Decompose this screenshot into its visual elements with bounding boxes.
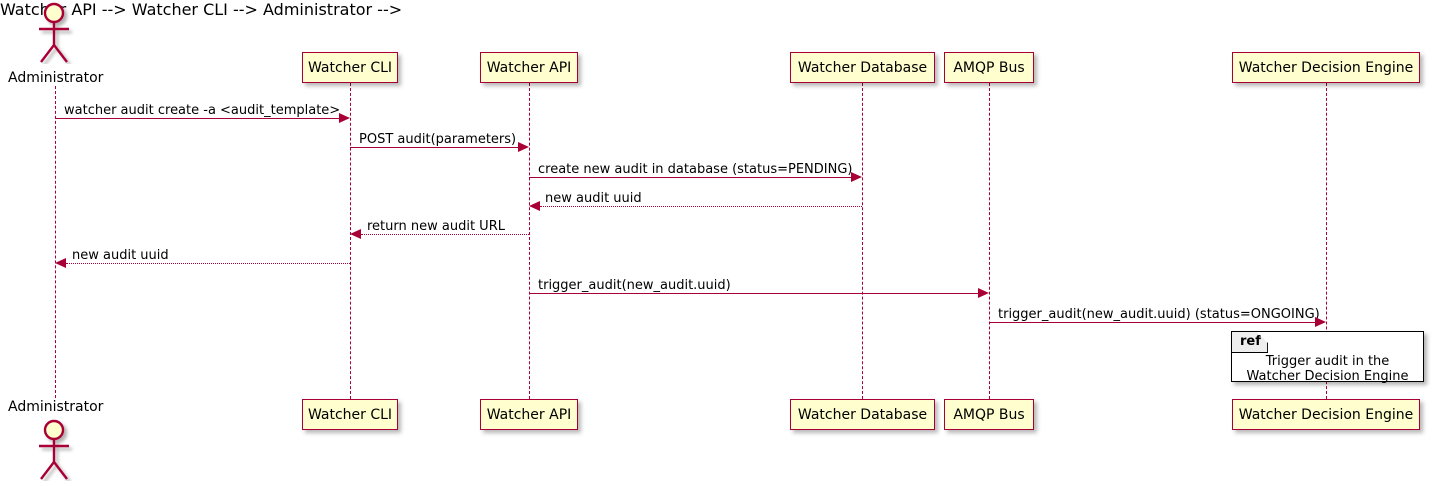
ref-fragment-tab-label: ref xyxy=(1240,334,1261,349)
message-arrowhead-7 xyxy=(978,288,989,298)
lifeline-watcher-cli xyxy=(350,83,351,399)
message-line-8 xyxy=(989,322,1315,323)
lifeline-administrator xyxy=(55,86,56,398)
message-arrowhead-5 xyxy=(350,229,361,239)
participant-label-watcher-api: Watcher API xyxy=(486,59,572,76)
message-line-2 xyxy=(350,147,518,148)
participant-watcher-decision-engine[interactable]: Watcher Decision Engine xyxy=(1232,52,1420,83)
participant-label-watcher-database: Watcher Database xyxy=(797,59,928,76)
ref-fragment-body-line-2: Watcher Decision Engine xyxy=(1246,369,1409,384)
participant-watcher-cli[interactable]: Watcher CLI xyxy=(302,52,398,83)
message-label-1: watcher audit create -a <audit_template> xyxy=(64,103,341,118)
actor-figure-icon xyxy=(39,419,69,480)
participant-watcher-api[interactable]: Watcher API xyxy=(480,52,578,83)
message-arrowhead-6 xyxy=(55,258,66,268)
lifeline-amqp-bus xyxy=(989,83,990,399)
lifeline-watcher-decision-engine xyxy=(1326,83,1327,399)
message-arrowhead-2 xyxy=(518,142,529,152)
participant-footer-amqp-bus[interactable]: AMQP Bus xyxy=(944,399,1034,430)
message-label-2: POST audit(parameters) xyxy=(359,132,517,147)
message-line-1 xyxy=(55,118,339,119)
actor-administrator-top xyxy=(30,2,82,64)
ref-fragment-body-line-1: Trigger audit in the xyxy=(1265,354,1390,369)
message-line-3 xyxy=(529,177,851,178)
actor-label-administrator-top: Administrator xyxy=(8,70,104,86)
participant-footer-label-watcher-cli: Watcher CLI xyxy=(307,406,393,423)
message-label-7: trigger_audit(new_audit.uuid) xyxy=(538,278,731,293)
participant-footer-watcher-api[interactable]: Watcher API xyxy=(480,399,578,430)
participant-footer-label-watcher-api: Watcher API xyxy=(486,406,572,423)
participant-footer-label-watcher-database: Watcher Database xyxy=(797,406,928,423)
participant-label-watcher-decision-engine: Watcher Decision Engine xyxy=(1238,59,1414,76)
message-arrowhead-4 xyxy=(529,201,540,211)
message-arrowhead-8 xyxy=(1315,317,1326,327)
message-line-4 xyxy=(540,206,862,207)
participant-footer-watcher-decision-engine[interactable]: Watcher Decision Engine xyxy=(1232,399,1420,430)
participant-footer-watcher-cli[interactable]: Watcher CLI xyxy=(302,399,398,430)
actor-label-administrator-bottom: Administrator xyxy=(8,399,104,415)
message-arrowhead-1 xyxy=(339,113,350,123)
message-arrowhead-3 xyxy=(851,172,862,182)
participant-amqp-bus[interactable]: AMQP Bus xyxy=(944,52,1034,83)
message-label-8: trigger_audit(new_audit.uuid) (status=ON… xyxy=(998,307,1320,322)
actor-administrator-bottom xyxy=(30,419,82,481)
participant-label-amqp-bus: AMQP Bus xyxy=(953,59,1025,76)
lifeline-watcher-database xyxy=(862,83,863,399)
message-label-3: create new audit in database (status=PEN… xyxy=(538,162,853,177)
actor-figure-icon xyxy=(39,2,69,63)
participant-label-watcher-cli: Watcher CLI xyxy=(307,59,393,76)
lifeline-watcher-api xyxy=(529,83,530,399)
message-line-5 xyxy=(361,234,529,235)
message-line-6 xyxy=(66,263,350,264)
message-line-7 xyxy=(529,293,978,294)
ref-fragment-tab: ref xyxy=(1232,332,1268,353)
participant-footer-label-amqp-bus: AMQP Bus xyxy=(953,406,1025,423)
message-label-5: return new audit URL xyxy=(367,219,505,234)
participant-footer-label-watcher-decision-engine: Watcher Decision Engine xyxy=(1238,406,1414,423)
ref-fragment: ref Trigger audit in the Watcher Decisio… xyxy=(1231,331,1424,384)
message-label-4: new audit uuid xyxy=(545,191,642,206)
message-label-6: new audit uuid xyxy=(72,248,169,263)
participant-footer-watcher-database[interactable]: Watcher Database xyxy=(790,399,935,430)
participant-watcher-database[interactable]: Watcher Database xyxy=(790,52,935,83)
